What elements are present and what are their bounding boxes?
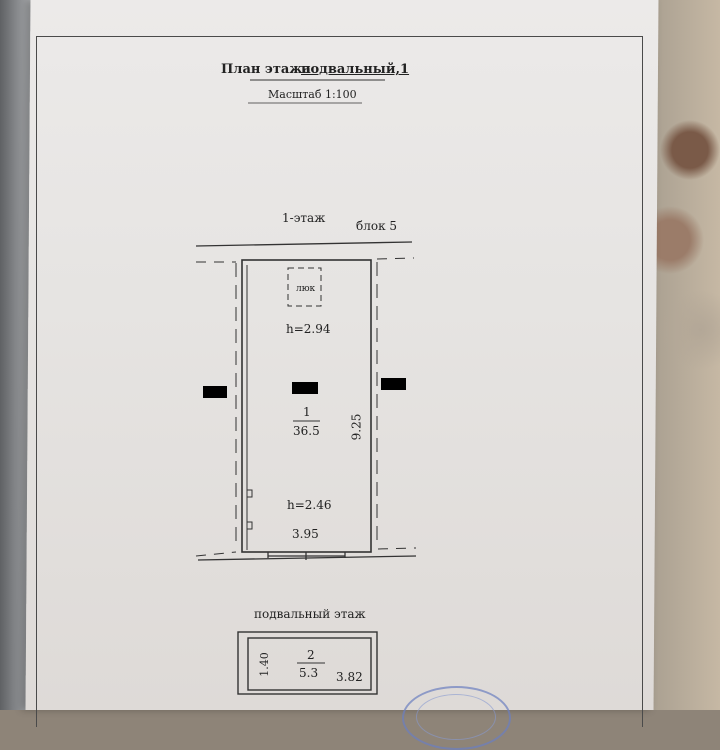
room-length: 9.25: [349, 413, 364, 441]
basement-room-width: 3.82: [336, 670, 363, 684]
height-top: h=2.94: [286, 322, 331, 336]
plan-title-value: подвальный,1: [301, 62, 410, 77]
plan-title-prefix: План этажа: [221, 62, 311, 77]
floor-label-upper: 1-этаж: [282, 211, 326, 225]
basement-room-depth: 1.40: [257, 652, 271, 677]
official-stamp-inner: [416, 694, 496, 740]
redaction-center: [292, 382, 318, 394]
hatch-label: люк: [296, 284, 316, 294]
floor-plan-drawing: [195, 79, 417, 695]
room-area: 36.5: [293, 424, 320, 438]
room-number: 1: [303, 405, 311, 419]
floor-label-basement: подвальный этаж: [254, 607, 366, 621]
plan-scale: Масштаб 1:100: [268, 88, 357, 101]
page-frame: [36, 36, 643, 727]
height-bottom: h=2.46: [287, 498, 332, 512]
redaction-right: [381, 378, 406, 390]
basement-room-area: 5.3: [299, 666, 319, 680]
room-width: 3.95: [292, 527, 319, 541]
basement-room-number: 2: [307, 648, 315, 662]
block-label: блок 5: [356, 219, 398, 233]
redaction-left: [203, 386, 227, 398]
